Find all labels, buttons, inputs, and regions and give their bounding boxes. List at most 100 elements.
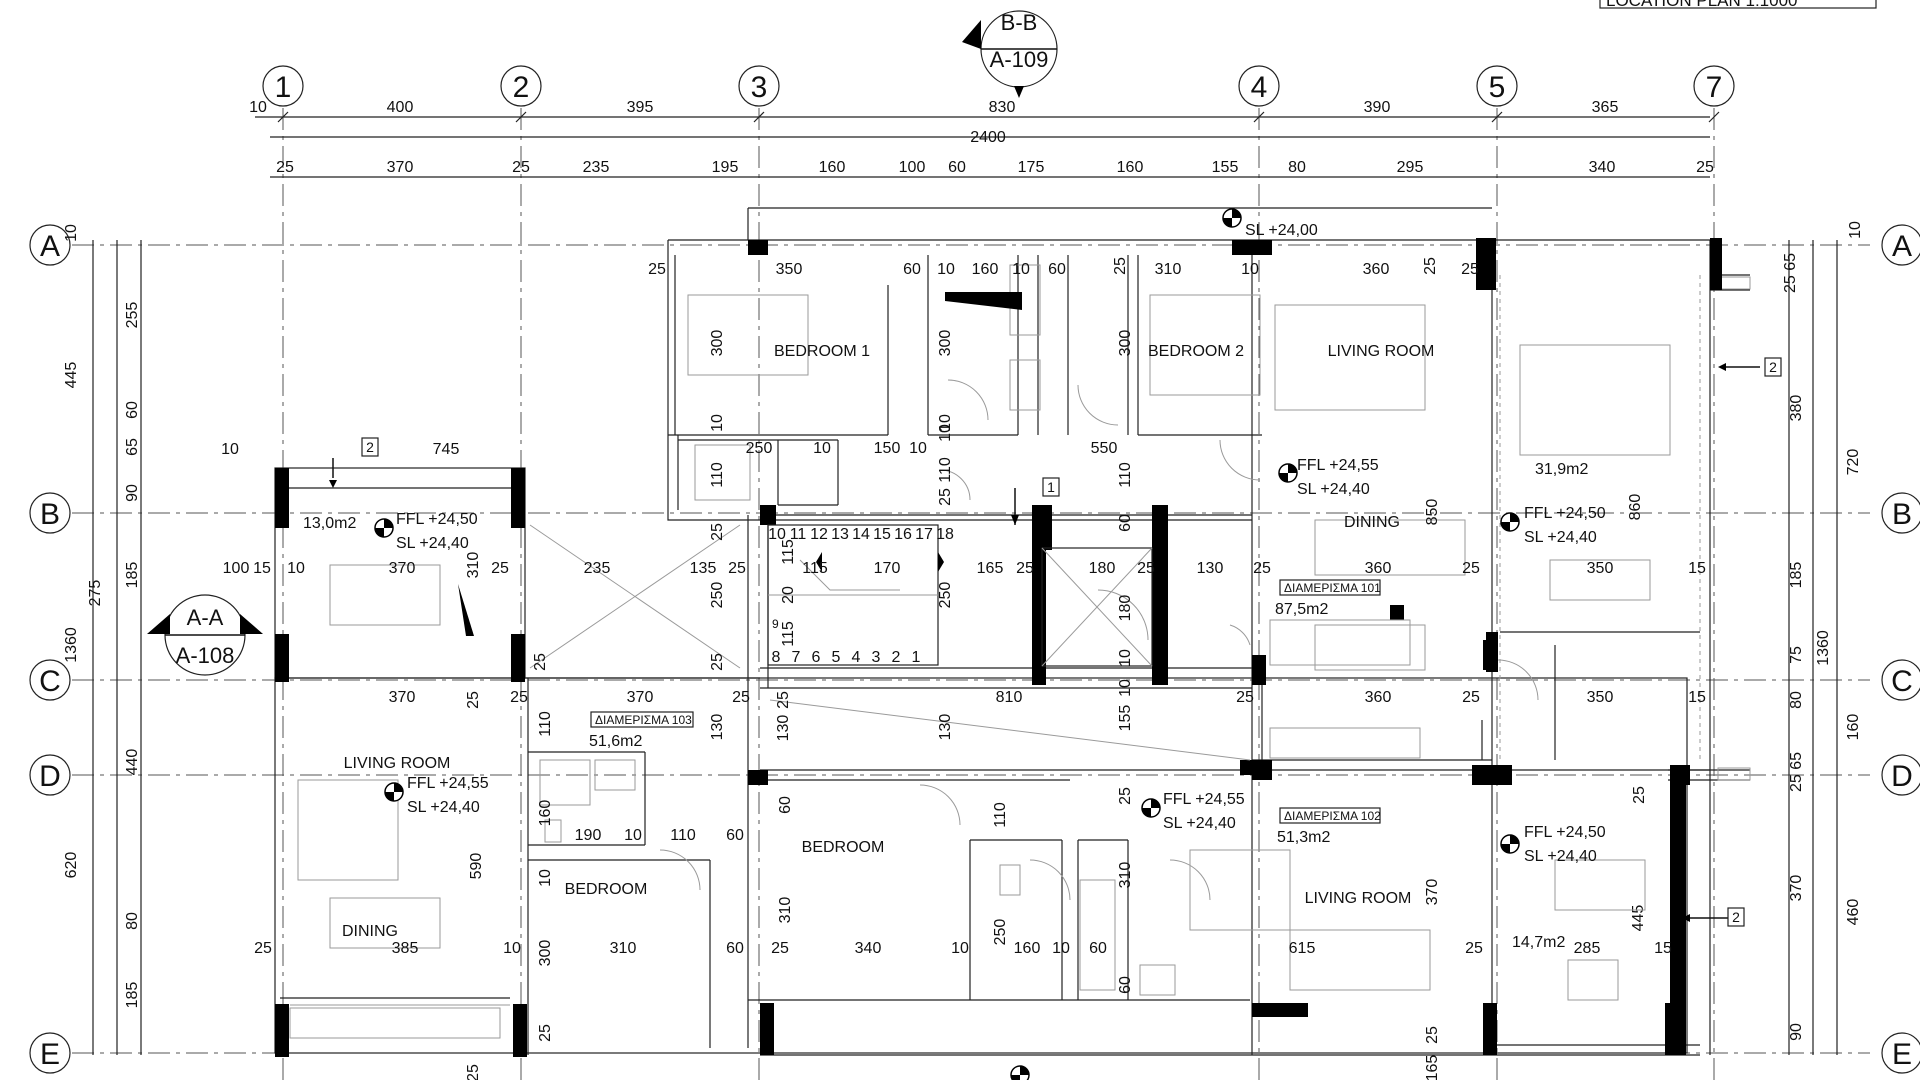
stair-step-number: 6 [812,649,821,666]
level-sl-terrace-bottom: SL +24,40 [1524,848,1597,865]
level-ffl-102: FFL +24,55 [1163,791,1245,808]
left-dim-outer: 620 [63,852,80,879]
stair-step-number: 12 [810,526,828,543]
interior-dimension: 25 [510,689,528,706]
room-living-103: LIVING ROOM [344,755,451,772]
interior-dimension: 25 [465,691,482,709]
interior-dimension: 10 [1241,261,1259,278]
interior-dimension: 160 [1014,940,1041,957]
wall-segment [1710,238,1722,290]
wall-segment [748,770,768,785]
interior-dimension: 60 [1117,976,1134,994]
interior-dimension: 115 [780,539,797,565]
area-terrace-bottom: 14,7m2 [1512,934,1565,951]
stair-step-number: 10 [768,526,786,543]
right-dim-inner: 10 [1847,221,1864,239]
interior-dimension: 850 [1424,499,1441,526]
interior-dimension: 370 [389,689,416,706]
interior-dimension: 165 [1424,1055,1441,1080]
left-dim-inner: 90 [124,484,141,502]
wall-segment [1476,238,1496,290]
interior-dimension: 170 [874,560,901,577]
interior-dimension: 20 [780,586,797,604]
interior-dimension: 590 [468,853,485,880]
interior-dimension: 550 [1091,440,1118,457]
top-dim-row2: 25 [512,159,530,176]
interior-dimension: 110 [537,711,554,737]
top-dim-row2: 160 [1117,159,1144,176]
top-dim-row2: 235 [583,159,610,176]
top-dim-row2: 80 [1288,159,1306,176]
section-marker-aa: A-A A-108 [147,594,263,676]
interior-dimension: 25 [465,1064,482,1080]
stair-step-9: 9 [772,617,779,631]
wall-segment [1670,765,1686,1055]
interior-dimension: 190 [575,827,602,844]
interior-dimension: 15 [1654,940,1672,957]
interior-dimension: 370 [389,560,416,577]
grid-label-row: B [40,498,60,531]
top-dimension-lines [255,116,1710,178]
interior-dimension: 340 [855,940,882,957]
interior-dimension: 60 [1089,940,1107,957]
room-dining-103: DINING [342,923,398,940]
left-dim-inner: 185 [124,562,141,589]
left-dim-inner: 255 [124,302,141,329]
wall-segment [511,634,525,682]
interior-dimension: 310 [777,897,794,924]
level-marker-icon [1500,834,1520,854]
interior-dimension: 25 [1016,560,1034,577]
wall-segment [1390,605,1404,620]
interior-dimension: 25 [1422,257,1439,275]
interior-dimension: 25 [728,560,746,577]
stair-step-number: 1 [912,649,921,666]
grid-bubble-col: 2 [500,65,542,107]
interior-dimension: 235 [584,560,611,577]
top-dim-row2: 25 [276,159,294,176]
room-labels: BEDROOM 1 BEDROOM 2 LIVING ROOM DINING L… [342,343,1434,940]
stair-step-number: 3 [872,649,881,666]
stair-step-number: 7 [792,649,801,666]
left-dim-inner: 60 [124,401,141,419]
interior-dimension: 135 [690,560,717,577]
wall-segment [513,1004,527,1057]
apt-103-name: ΔΙΑΜΕΡΙΣΜΑ 103 [595,713,692,727]
level-marker-icon [1500,512,1520,532]
section-aa-name: A-A [187,605,224,630]
interior-dimension: 60 [903,261,921,278]
interior-dimension: 25 [254,940,272,957]
grid-bubble-col: 4 [1238,65,1280,107]
level-ffl-terrace-bottom: FFL +24,50 [1524,824,1606,841]
interior-dimension: 110 [937,457,954,483]
left-dim-inner: 275 [87,580,104,607]
interior-dimension: 300 [1117,330,1134,357]
interior-dimension: 115 [780,621,797,647]
interior-dimension: 10 [537,869,554,887]
interior-dimension: 180 [1117,595,1134,622]
interior-dimension: 25 [937,488,954,506]
interior-dimension: 370 [1424,879,1441,906]
interior-dimension: 10 [709,414,726,432]
staircase [767,524,944,666]
wall-segment [748,240,768,255]
stair-step-number: 14 [852,526,870,543]
right-dim-inner: 80 [1788,691,1805,709]
interior-dimension: 25 [1461,261,1479,278]
interior-dimension: 350 [776,261,803,278]
interior-dimension: 180 [1089,560,1116,577]
level-marker-icon [384,782,404,802]
interior-dimension: 155 [1117,705,1134,732]
interior-dimension: 60 [777,796,794,814]
grid-bubble-row: C [29,659,71,701]
wall-segment [1252,655,1266,685]
top-dim-row1: 10 [249,99,267,116]
interior-dimension: 10 [1052,940,1070,957]
right-dim-inner: 90 [1788,1023,1805,1041]
section-bb-sheet: A-109 [990,47,1049,72]
interior-dimension: 25 [775,691,792,709]
interior-dimension: 160 [972,261,999,278]
